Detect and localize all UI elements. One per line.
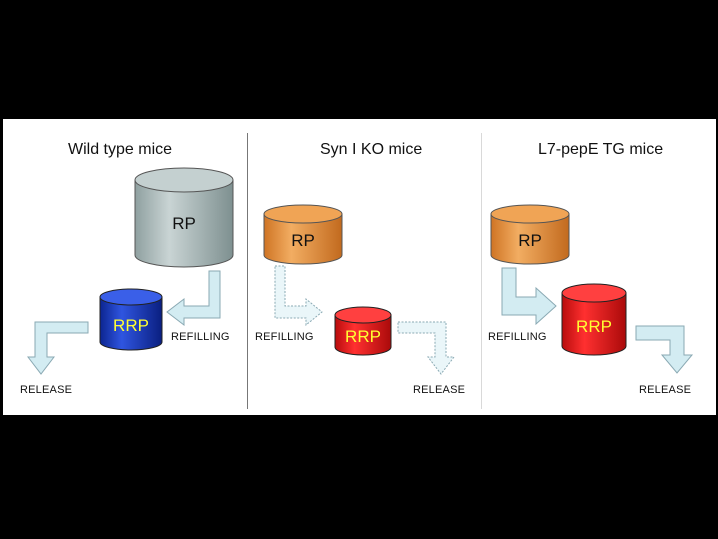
rp-cylinder-wild — [134, 167, 234, 268]
refilling-arrow-wild — [166, 270, 221, 327]
panel-title-wild-type: Wild type mice — [68, 141, 173, 158]
rrp-label-wild: RRP — [113, 316, 149, 335]
rp-cylinder-l7pepe — [490, 204, 570, 265]
release-arrow-synko — [397, 321, 456, 375]
rrp-cylinder-synko — [334, 306, 392, 356]
refilling-label-l7pepe: REFILLING — [488, 331, 547, 343]
refilling-arrow-synko — [274, 265, 323, 327]
panel-title-syn-ko: Syn I KO mice — [320, 141, 423, 158]
panel-title-l7-pepe: L7-pepE TG mice — [538, 141, 664, 158]
rrp-cylinder-l7pepe — [561, 283, 627, 356]
rrp-cylinder-wild — [99, 288, 163, 351]
rp-label-wild: RP — [172, 214, 196, 233]
release-label-wild: RELEASE — [20, 384, 73, 396]
rrp-label-synko: RRP — [345, 327, 381, 346]
panel-divider-2 — [481, 133, 482, 409]
diagram-panel — [3, 119, 716, 415]
release-arrow-l7pepe — [635, 325, 694, 374]
refilling-arrow-l7pepe — [501, 267, 557, 326]
refilling-label-synko: REFILLING — [255, 331, 314, 343]
rp-label-l7pepe: RP — [518, 231, 542, 250]
release-arrow-wild — [26, 321, 89, 375]
rp-cylinder-synko — [263, 204, 343, 265]
release-label-l7pepe: RELEASE — [639, 384, 692, 396]
rrp-label-l7pepe: RRP — [576, 317, 612, 336]
refilling-label-wild: REFILLING — [171, 331, 230, 343]
release-label-synko: RELEASE — [413, 384, 466, 396]
rp-label-synko: RP — [291, 231, 315, 250]
panel-divider-1 — [247, 133, 248, 409]
